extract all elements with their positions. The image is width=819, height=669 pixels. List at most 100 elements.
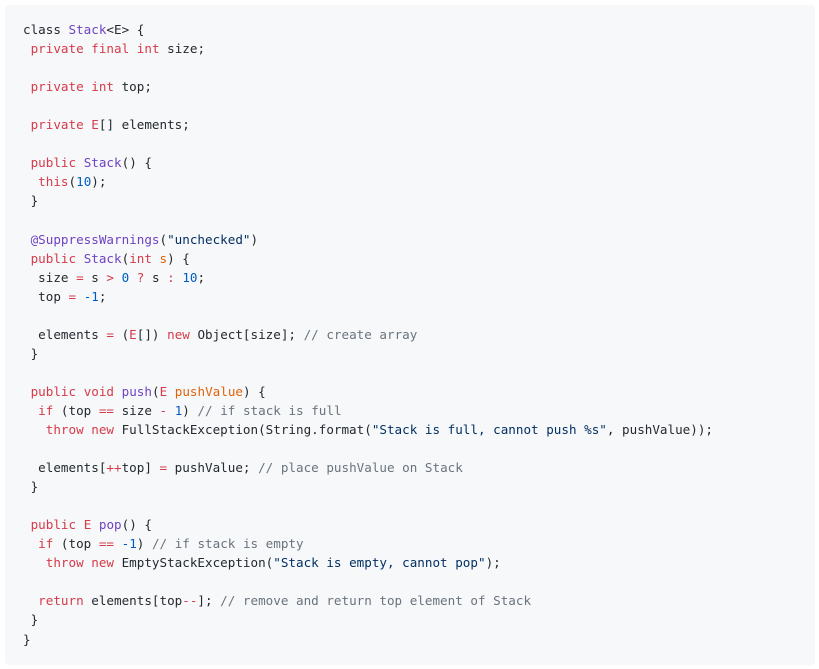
- code-token: throw: [45, 421, 84, 437]
- code-token: , pushValue));: [606, 421, 714, 437]
- code-token: [129, 270, 137, 285]
- code-token: [23, 593, 38, 608]
- code-token: if: [38, 536, 54, 552]
- code-token: this: [38, 174, 69, 190]
- code-token: pop: [98, 517, 122, 533]
- code-line: throw new FullStackException(String.form…: [23, 420, 815, 439]
- code-token: --: [182, 593, 198, 609]
- code-line: ​: [23, 572, 815, 591]
- code-token: "unchecked": [167, 231, 251, 247]
- code-line: ​: [23, 306, 815, 325]
- code-token: [114, 536, 122, 551]
- code-token: ?: [136, 269, 145, 285]
- code-token: [76, 289, 84, 304]
- code-token: [167, 384, 175, 399]
- code-line: public void push(E pushValue) {: [23, 382, 815, 401]
- code-token: <E> {: [106, 22, 145, 37]
- code-token: // if stack is full: [197, 402, 342, 418]
- code-block: class Stack<E> { private final int size;…: [5, 5, 815, 665]
- code-token: -: [159, 402, 168, 418]
- code-token: ) {: [167, 250, 190, 266]
- code-token: [23, 517, 31, 532]
- code-line: }: [23, 477, 815, 496]
- code-line: }: [23, 630, 815, 649]
- code-token: [23, 41, 31, 56]
- code-line: top = -1;: [23, 287, 815, 306]
- code-token: >: [106, 269, 115, 285]
- code-token: (top: [53, 402, 99, 418]
- code-line: }: [23, 610, 815, 629]
- code-token: int: [129, 250, 152, 266]
- code-token: throw: [45, 555, 84, 571]
- code-token: 10: [76, 174, 92, 190]
- code-token: int: [136, 41, 160, 57]
- code-line: ​: [23, 210, 815, 229]
- code-line: throw new EmptyStackException("Stack is …: [23, 553, 815, 572]
- code-token: () {: [121, 155, 152, 171]
- code-token: (: [159, 231, 168, 247]
- code-token: pushValue;: [167, 460, 259, 476]
- code-token: :: [167, 269, 175, 285]
- code-line: ​: [23, 439, 815, 458]
- code-line: if (top == -1) // if stack is empty: [23, 534, 815, 553]
- code-token: int: [91, 79, 115, 95]
- code-token: push: [121, 383, 152, 399]
- code-token: (: [151, 383, 160, 399]
- code-line: private int top;: [23, 77, 815, 96]
- code-token: [23, 251, 31, 266]
- code-token: E: [91, 117, 99, 133]
- code-token: }: [23, 479, 39, 495]
- code-token: (top: [53, 536, 99, 552]
- code-token: E: [83, 517, 92, 533]
- code-token: class: [23, 22, 69, 37]
- code-token: 1: [174, 402, 183, 418]
- code-token: public: [30, 155, 77, 171]
- code-token: // if stack is empty: [151, 536, 304, 552]
- code-line: this(10);: [23, 172, 815, 191]
- code-token: [76, 155, 84, 170]
- code-token: 0: [121, 269, 130, 285]
- code-token: [152, 251, 160, 266]
- code-token: [23, 79, 31, 94]
- code-line: }: [23, 344, 815, 363]
- code-token: [23, 174, 38, 189]
- code-token: [23, 117, 31, 132]
- code-line: public Stack(int s) {: [23, 249, 815, 268]
- code-line: public Stack() {: [23, 153, 815, 172]
- code-token: new: [91, 555, 115, 571]
- code-token: private: [30, 79, 84, 95]
- code-token: [114, 270, 122, 285]
- code-token: [167, 403, 175, 418]
- code-token: [129, 41, 137, 56]
- code-line: if (top == size - 1) // if stack is full: [23, 401, 815, 420]
- code-token: =: [106, 326, 114, 342]
- code-token: }: [23, 631, 31, 647]
- code-token: }: [23, 193, 39, 209]
- code-token: size;: [159, 41, 206, 57]
- code-token: FullStackException(String.format(: [114, 421, 372, 437]
- code-token: // create array: [303, 326, 418, 342]
- code-token: ) {: [243, 383, 266, 399]
- code-token: [23, 422, 46, 437]
- code-token: if: [38, 402, 54, 418]
- code-token: ): [182, 402, 198, 418]
- code-token: ): [250, 231, 259, 247]
- code-token: }: [23, 345, 39, 361]
- code-token: ): [136, 536, 152, 552]
- code-token: [23, 155, 31, 170]
- code-token: -1: [83, 288, 99, 304]
- code-line: ​: [23, 96, 815, 115]
- code-token: elements[top: [83, 593, 183, 609]
- code-token: (: [121, 250, 130, 266]
- code-token: -1: [121, 536, 137, 552]
- code-token: pushValue: [174, 383, 243, 399]
- code-line: elements = (E[]) new Object[size]; // cr…: [23, 325, 815, 344]
- code-line: ​: [23, 496, 815, 515]
- code-content: class Stack<E> { private final int size;…: [5, 5, 815, 649]
- code-token: [76, 251, 84, 266]
- code-token: =: [68, 288, 77, 304]
- code-line: return elements[top--]; // remove and re…: [23, 591, 815, 610]
- code-token: new: [91, 421, 115, 437]
- code-token: @SuppressWarnings: [30, 231, 160, 247]
- code-token: );: [485, 555, 501, 571]
